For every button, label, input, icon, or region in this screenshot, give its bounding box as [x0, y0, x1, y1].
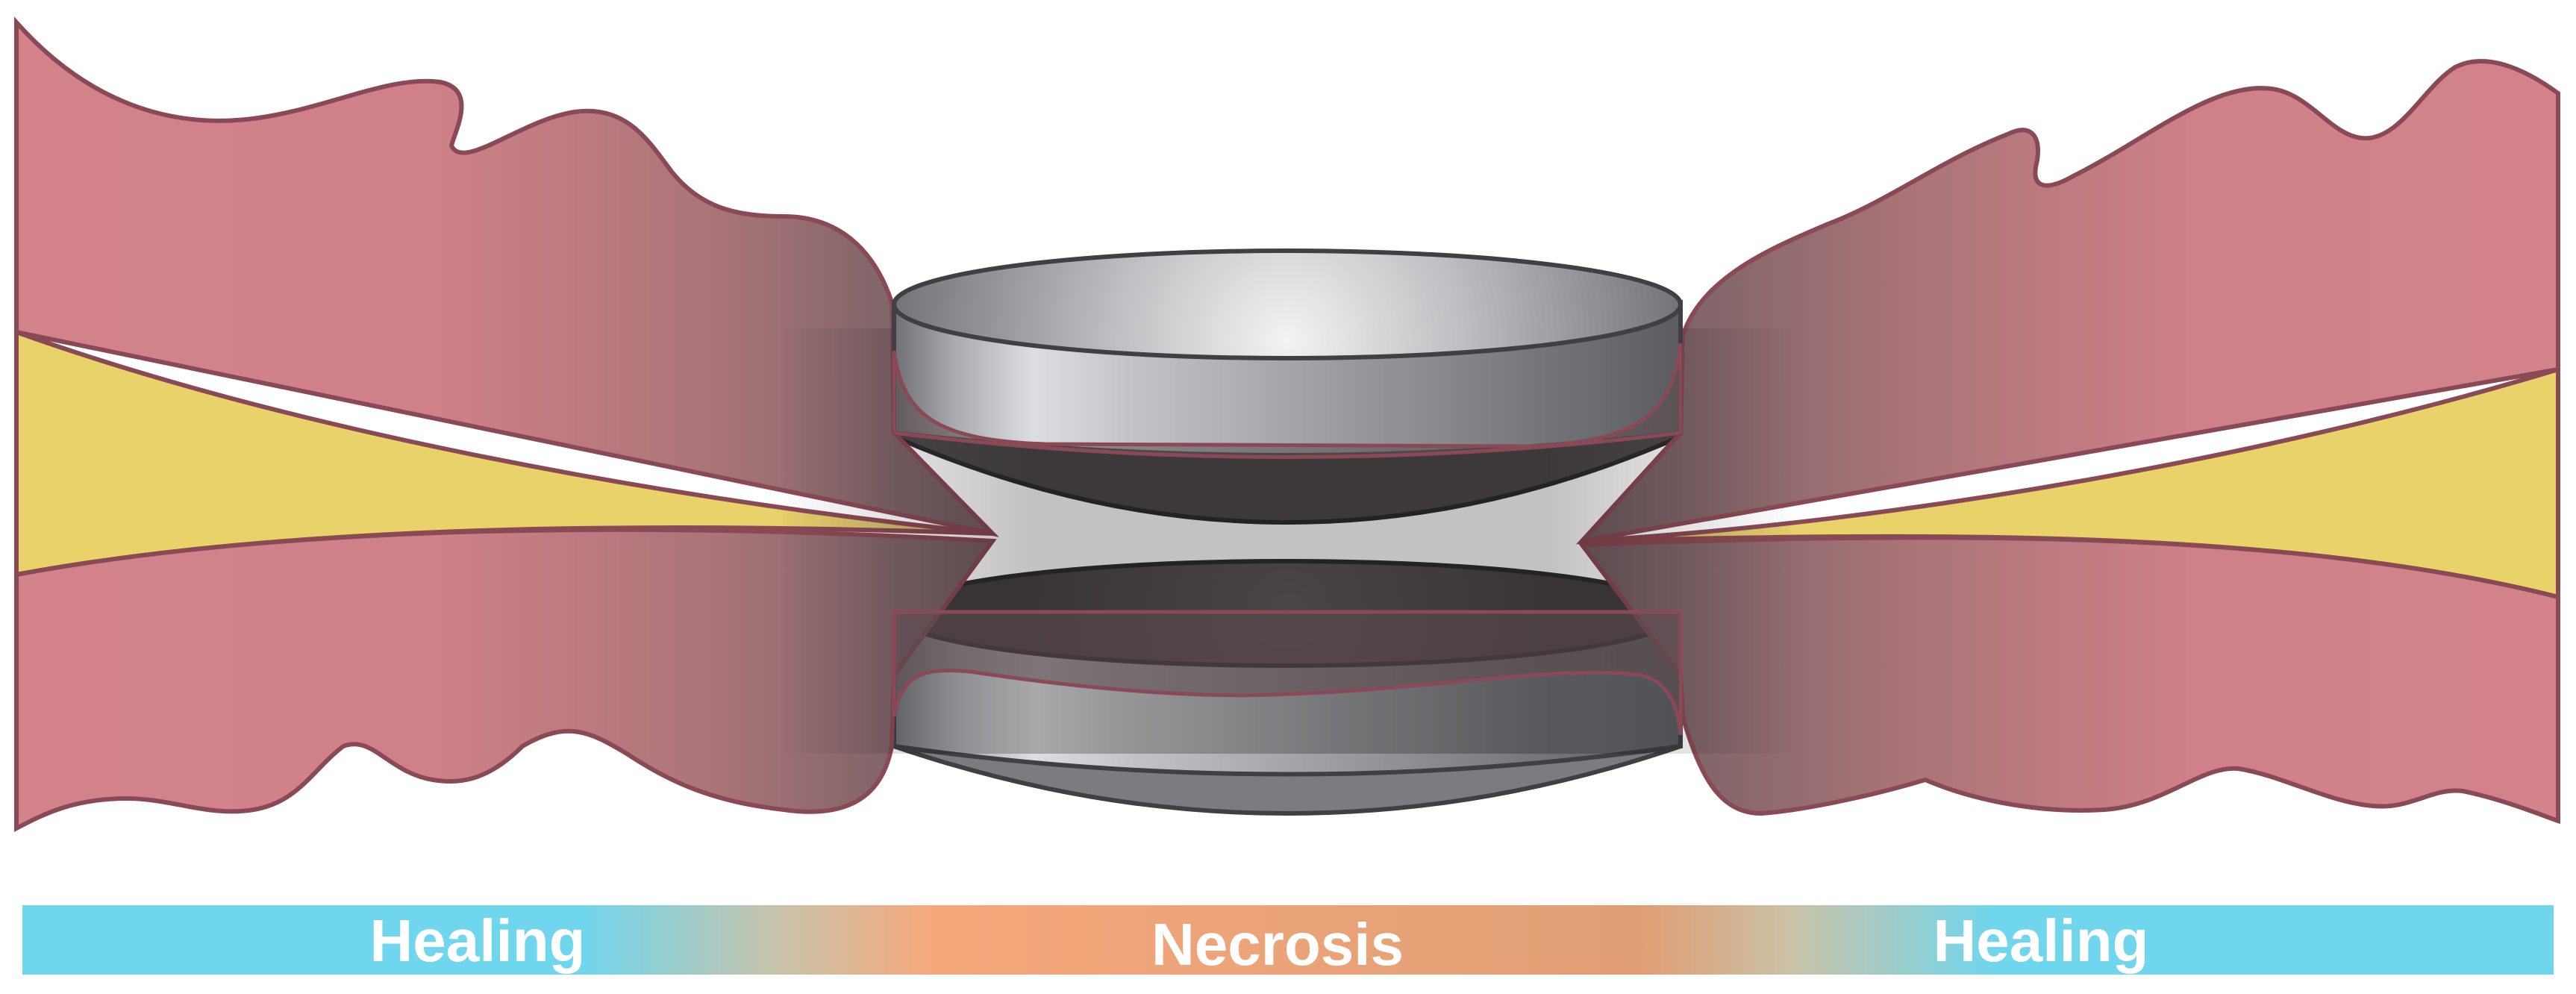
- left-healing-label: Healing: [370, 907, 586, 974]
- upper-right-tissue: [1575, 59, 2560, 545]
- upper-left-tissue: [14, 16, 1000, 537]
- right-healing-label: Healing: [1933, 907, 2149, 974]
- lower-magnet-tissue-overlap: [892, 610, 1683, 736]
- lower-right-tissue: [1578, 535, 2560, 825]
- lower-left-tissue: [14, 527, 997, 832]
- healing-necrosis-bar: Healing Necrosis Healing: [22, 905, 2554, 978]
- upper-magnet: [892, 248, 1683, 459]
- gradient-bar: [22, 905, 2554, 975]
- center-necrosis-label: Necrosis: [1151, 911, 1404, 978]
